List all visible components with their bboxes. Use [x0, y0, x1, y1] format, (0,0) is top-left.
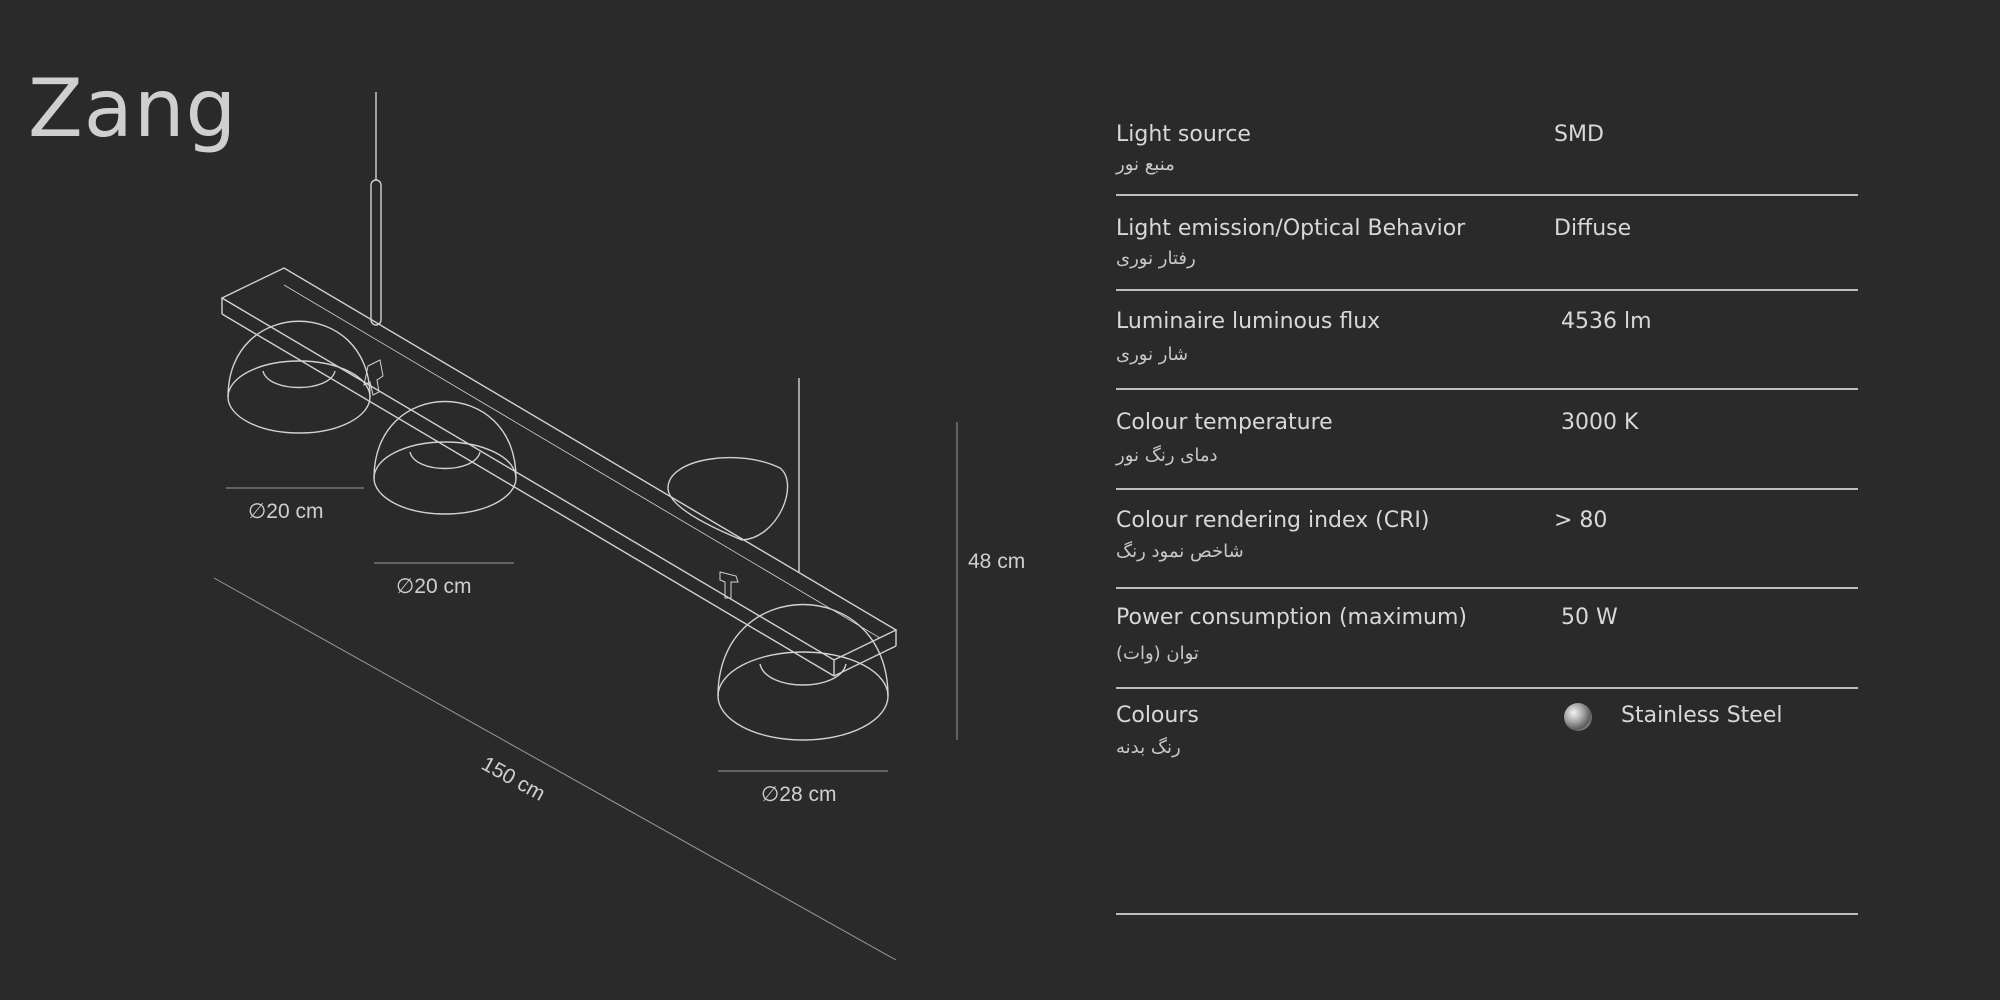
- luminaire-technical-drawing: ∅20 cm ∅20 cm ∅28 cm 150 cm 48 cm: [213, 92, 1025, 961]
- spec-label-fa: شار نوری: [1116, 344, 1189, 365]
- spec-value: Diffuse: [1554, 216, 1632, 241]
- spec-label-fa: شاخص نمود رنگ: [1116, 541, 1244, 562]
- spec-label-fa: دمای رنگ نور: [1116, 445, 1218, 466]
- spec-value: SMD: [1554, 122, 1604, 147]
- spec-label-fa: رنگ بدنه: [1116, 737, 1181, 758]
- mounting-bar: [220, 267, 898, 677]
- dim-line-length: [213, 577, 897, 961]
- dim-label-shade-small-2: ∅20 cm: [396, 575, 471, 598]
- shade-large: [717, 604, 889, 741]
- shade-small-left: [227, 320, 371, 434]
- stainless-steel-swatch-icon: [1564, 703, 1592, 731]
- dim-label-height: 48 cm: [968, 550, 1025, 573]
- spec-row-light-source: Light source منبع نور SMD: [1116, 118, 1858, 196]
- spec-row-cri: Colour rendering index (CRI) شاخص نمود ر…: [1116, 490, 1858, 589]
- spec-value: > 80: [1554, 508, 1608, 533]
- spec-row-colours: Colours رنگ بدنه Stainless Steel: [1116, 689, 1858, 915]
- dim-label-length: 150 cm: [478, 752, 549, 806]
- spec-label: Light source: [1116, 122, 1251, 147]
- spec-label-fa: توان (وات): [1116, 643, 1199, 664]
- suspension-rod-left: [370, 179, 382, 326]
- dim-label-shade-small-1: ∅20 cm: [248, 500, 323, 523]
- spec-label: Colour rendering index (CRI): [1116, 508, 1430, 533]
- spec-row-luminous-flux: Luminaire luminous flux شار نوری 4536 lm: [1116, 291, 1858, 390]
- spec-label: Colour temperature: [1116, 410, 1333, 435]
- spec-value: 4536 lm: [1561, 309, 1652, 334]
- dim-label-shade-large: ∅28 cm: [761, 783, 836, 806]
- spec-row-light-emission: Light emission/Optical Behavior رفتار نو…: [1116, 196, 1858, 291]
- connector-left: [363, 359, 384, 396]
- shade-back: [667, 456, 789, 541]
- spec-row-power-consumption: Power consumption (maximum) توان (وات) 5…: [1116, 589, 1858, 689]
- spec-value: 50 W: [1561, 605, 1618, 630]
- spec-label-fa: منبع نور: [1116, 154, 1175, 175]
- spec-label: Light emission/Optical Behavior: [1116, 216, 1466, 241]
- spec-value: 3000 K: [1561, 410, 1639, 435]
- spec-value: Stainless Steel: [1621, 703, 1783, 728]
- spec-label: Power consumption (maximum): [1116, 605, 1467, 630]
- spec-label: Luminaire luminous flux: [1116, 309, 1381, 334]
- connector-right: [719, 571, 739, 599]
- spec-label-fa: رفتار نوری: [1116, 248, 1196, 269]
- specs-table: Light source منبع نور SMD Light emission…: [1116, 118, 1858, 915]
- product-title: Zang: [28, 62, 238, 155]
- spec-label: Colours: [1116, 703, 1199, 728]
- spec-row-colour-temperature: Colour temperature دمای رنگ نور 3000 K: [1116, 390, 1858, 490]
- shade-small-middle: [373, 401, 517, 515]
